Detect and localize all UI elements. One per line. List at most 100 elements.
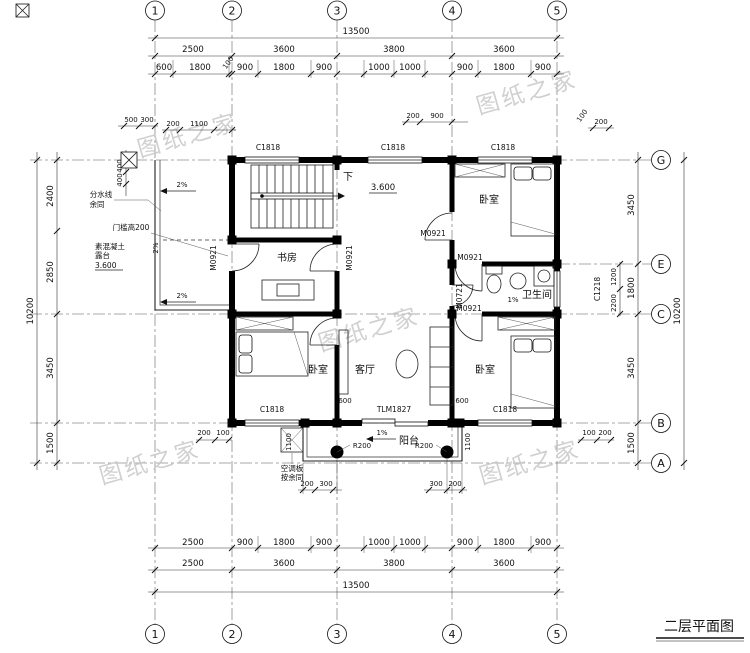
dim-bay: 3600 [493,559,515,569]
washing-machine [533,265,555,287]
dim-label: 900 [237,63,253,73]
drawing-title: 二层平面图 [664,619,734,635]
doors: M0921 M0921 M0921 M0921 M0721 M0921 [209,212,483,346]
axis-bubble: E [658,258,665,271]
dim-label: 2400 [46,185,56,207]
dim-total-bottom: 13500 [342,581,369,591]
door-tag-m0921: M0921 [457,253,483,262]
dim-label: 1100 [464,433,472,451]
dim-label: 900 [535,63,551,73]
slope-label: 2% [176,292,187,300]
bed [235,331,309,377]
dim-label: 1200 [610,268,618,286]
coffee-table [395,349,419,379]
dim-label: 300 [140,116,153,124]
dim-label: 1000 [399,538,421,548]
dim-label: 3450 [627,357,637,379]
dimensions-detail: 500 300 200 1100 200 900 200 100 400 400… [116,108,615,494]
toilet-bowl [486,274,502,294]
bed [510,335,556,409]
dim-label: 1000 [368,538,390,548]
dim-label: 100 [216,429,229,437]
door-tag-m0921: M0921 [456,304,482,313]
pillow [513,338,533,353]
axis-bubble: A [657,457,665,470]
room-label-living: 客厅 [355,363,375,376]
dim-label: 900 [237,538,253,548]
wash-basin [509,272,527,290]
dim-label: 200 [448,480,461,488]
pillow [532,338,552,353]
axis-bubble: 1 [152,5,159,18]
room-label-bedroom: 卧室 [475,363,495,376]
axis-bubble: B [657,417,665,430]
dim-label: 600 [455,397,468,405]
room-label-bedroom: 卧室 [479,193,499,206]
room-label-bath: 卫生间 [522,288,552,301]
dim-label: 300 [319,480,332,488]
dimensions-right: 1200 2200 C1218 3450 1800 3450 1500 1020… [593,152,688,470]
dim-bay: 2500 [182,559,204,569]
radius-label: R200 [415,442,433,450]
dim-label: 1800 [493,63,515,73]
dim-label: 900 [316,63,332,73]
axis-bubble: 5 [554,628,561,641]
pillow [532,166,552,181]
note-ac-panel: 按余同 [281,472,304,482]
note-waterline: 分水线 [90,189,113,199]
bed [510,163,556,237]
dim-label: 900 [457,538,473,548]
note-terrace: 露台 [95,250,110,260]
door-tag-m0921: M0921 [345,245,354,271]
note-waterline: 余同 [90,199,105,209]
toilet [485,265,503,275]
dim-label: 200 [166,120,179,128]
wardrobe [454,163,506,178]
axis-bubble: 2 [229,5,236,18]
dim-label: 1100 [285,433,293,451]
balcony: R200 R200 1% [280,423,463,462]
dim-label: 1800 [273,538,295,548]
slope-label: 1% [376,429,387,437]
door-tag-m0921: M0921 [209,245,218,271]
dim-label: 1800 [493,538,515,548]
door-tag-m0721: M0721 [455,283,464,309]
slope-label: 1% [507,296,518,304]
annotations: 分水线 余同 门槛高200 素混凝土 露台 3.600 空调板 按余同 [90,189,304,482]
note-ac-panel: 空调板 [281,463,304,473]
dim-label: 400 [116,173,124,186]
dim-label: 600 [338,397,351,405]
axis-bubble: C [657,308,665,321]
dim-label: 400 [116,159,124,172]
title-block: 二层平面图 [656,619,744,642]
furniture: 1% [235,163,556,409]
dim-bay: 3800 [383,45,405,55]
dim-label: 1800 [189,63,211,73]
dim-label: 2500 [182,538,204,548]
dim-label: 200 [300,480,313,488]
sliding-door-panel [394,421,429,427]
dim-label: 2850 [46,261,56,283]
axis-bubble: 5 [554,5,561,18]
dimensions-bottom: 2500 900 1800 900 1000 1000 900 1800 900… [148,536,564,596]
dim-bay: 3600 [493,45,515,55]
dim-label: 1000 [399,63,421,73]
dimensions-left: 2400 2850 3450 1500 10200 [26,152,61,470]
window-tag-c1818: C1818 [381,143,406,152]
washing-machine-drum [537,269,551,283]
dim-label: 1100 [190,120,208,128]
staircase: 下 3.600 [250,164,397,229]
dim-label: 200 [197,429,210,437]
door-tag-tlm1827: TLM1827 [376,405,412,414]
dim-label: 1500 [627,432,637,454]
axis-bubble: 3 [334,5,341,18]
pillow [513,166,533,181]
slope-label: 2% [176,181,187,189]
dim-bay: 3600 [273,559,295,569]
dimensions-top: 13500 2500 3600 3800 3600 600 1800 900 1… [148,27,564,78]
wardrobe [497,316,556,331]
window-tag-c1818: C1818 [493,405,518,414]
terrace-level-label: 3.600 [95,261,117,270]
